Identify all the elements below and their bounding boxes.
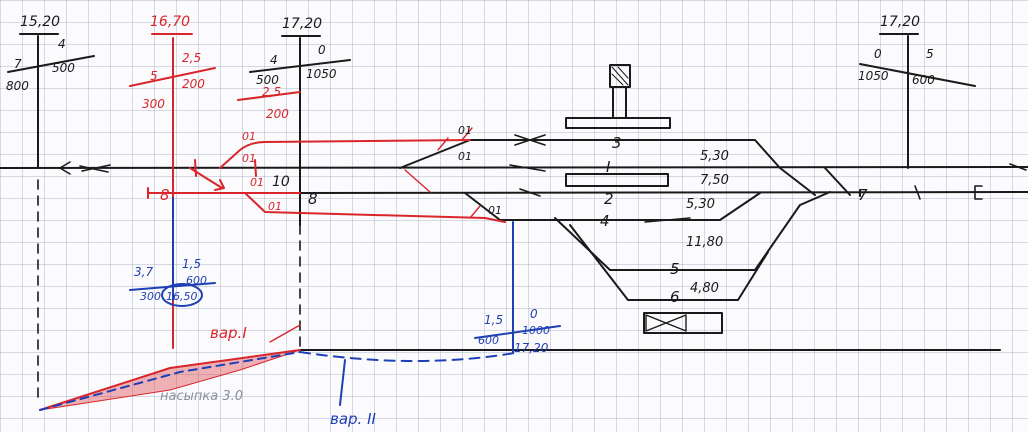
- s1-length: 500: [52, 61, 75, 75]
- track-label-10: 10: [272, 174, 290, 190]
- crossover-right: [779, 167, 816, 196]
- platform-upper: [565, 117, 671, 129]
- track-label-7: 7: [858, 186, 868, 204]
- blue-len-1: 300: [140, 290, 161, 303]
- s2-elevation: 16,70: [150, 14, 190, 30]
- s2-length-left: 300: [142, 97, 165, 111]
- variant-1-hatch: [39, 349, 301, 411]
- length-track-2: 7,50: [700, 173, 729, 188]
- s3-length-left: 500: [256, 73, 279, 87]
- switch-label-5: 01: [458, 124, 472, 137]
- s3-length: 1050: [306, 67, 337, 81]
- track-label-I: I: [606, 158, 611, 176]
- track-label-8: 8: [308, 190, 318, 208]
- switch-label-6: 01: [458, 150, 472, 163]
- blue-elev-2: 17,20: [514, 341, 549, 355]
- s3-grade-left: 4: [270, 53, 278, 67]
- switch-label-4: 01: [268, 200, 282, 213]
- track-label-5: 5: [670, 260, 680, 278]
- length-track-5: 11,80: [686, 235, 723, 250]
- length-track-3: 5,30: [700, 149, 729, 164]
- track-4: [499, 192, 761, 221]
- water-tower: [609, 64, 631, 88]
- s2-grade-left: 5: [150, 69, 158, 83]
- blue-grade-3: 1,5: [484, 313, 503, 327]
- s1-grade-left: 7: [14, 57, 22, 71]
- s4-length-left: 1050: [858, 69, 889, 83]
- blue-elev-1: 16,50: [166, 290, 198, 303]
- track-3-lead: [399, 139, 471, 169]
- s4-length: 600: [912, 73, 935, 87]
- s3-grade: 0: [318, 43, 326, 57]
- s3-elevation: 17,20: [282, 16, 322, 32]
- track-label-6: 6: [670, 288, 680, 306]
- track-label-3: 3: [612, 134, 622, 152]
- switch-label-3: 01: [250, 176, 264, 189]
- track-3: [469, 139, 781, 169]
- switch-label-2: 01: [242, 152, 256, 165]
- black-tracks: [0, 33, 1028, 401]
- red-track-upper: [219, 139, 471, 169]
- s4-grade-left: 0: [874, 47, 882, 61]
- switch-label-7: 01: [488, 204, 502, 217]
- s4-elevation: 17,20: [880, 14, 920, 30]
- s3-extra-grade: 2,5: [262, 85, 281, 99]
- blue-grade-2: 1,5: [182, 257, 201, 271]
- variant-1-label: вар.I: [210, 324, 247, 342]
- blue-profile: [39, 197, 561, 411]
- platform-middle: [565, 173, 669, 187]
- crossover-right-2: [824, 167, 851, 196]
- switch-label-1: 01: [242, 130, 256, 143]
- track-label-2: 2: [604, 190, 614, 208]
- s3-extra-length: 200: [266, 107, 289, 121]
- s2-grade: 2,5: [182, 51, 201, 65]
- track-2: [299, 191, 1028, 194]
- blue-grade-1: 3,7: [134, 265, 153, 279]
- track-4-lead: [464, 192, 501, 221]
- track-6: [569, 224, 769, 301]
- red-track-lower: [244, 192, 506, 223]
- length-track-4: 5,30: [686, 197, 715, 212]
- blue-len-3: 600: [478, 334, 499, 347]
- track-label-8-left: 8: [160, 186, 170, 204]
- s1-length-left: 800: [6, 79, 29, 93]
- s1-elevation: 15,20: [20, 14, 60, 30]
- s1-grade: 4: [58, 37, 66, 51]
- blue-grade-4: 0: [530, 307, 538, 321]
- ground-label: насыпка 3.0: [160, 389, 243, 404]
- depot: [643, 312, 723, 334]
- track-label-4: 4: [600, 212, 610, 230]
- s2-length: 200: [182, 77, 205, 91]
- blue-len-2: 600: [186, 274, 207, 287]
- s4-grade: 5: [926, 47, 934, 61]
- blue-len-4: 1000: [522, 324, 550, 337]
- variant-2-label: вар. II: [330, 410, 377, 428]
- main-track: [0, 166, 1028, 169]
- length-track-6: 4,80: [690, 281, 719, 296]
